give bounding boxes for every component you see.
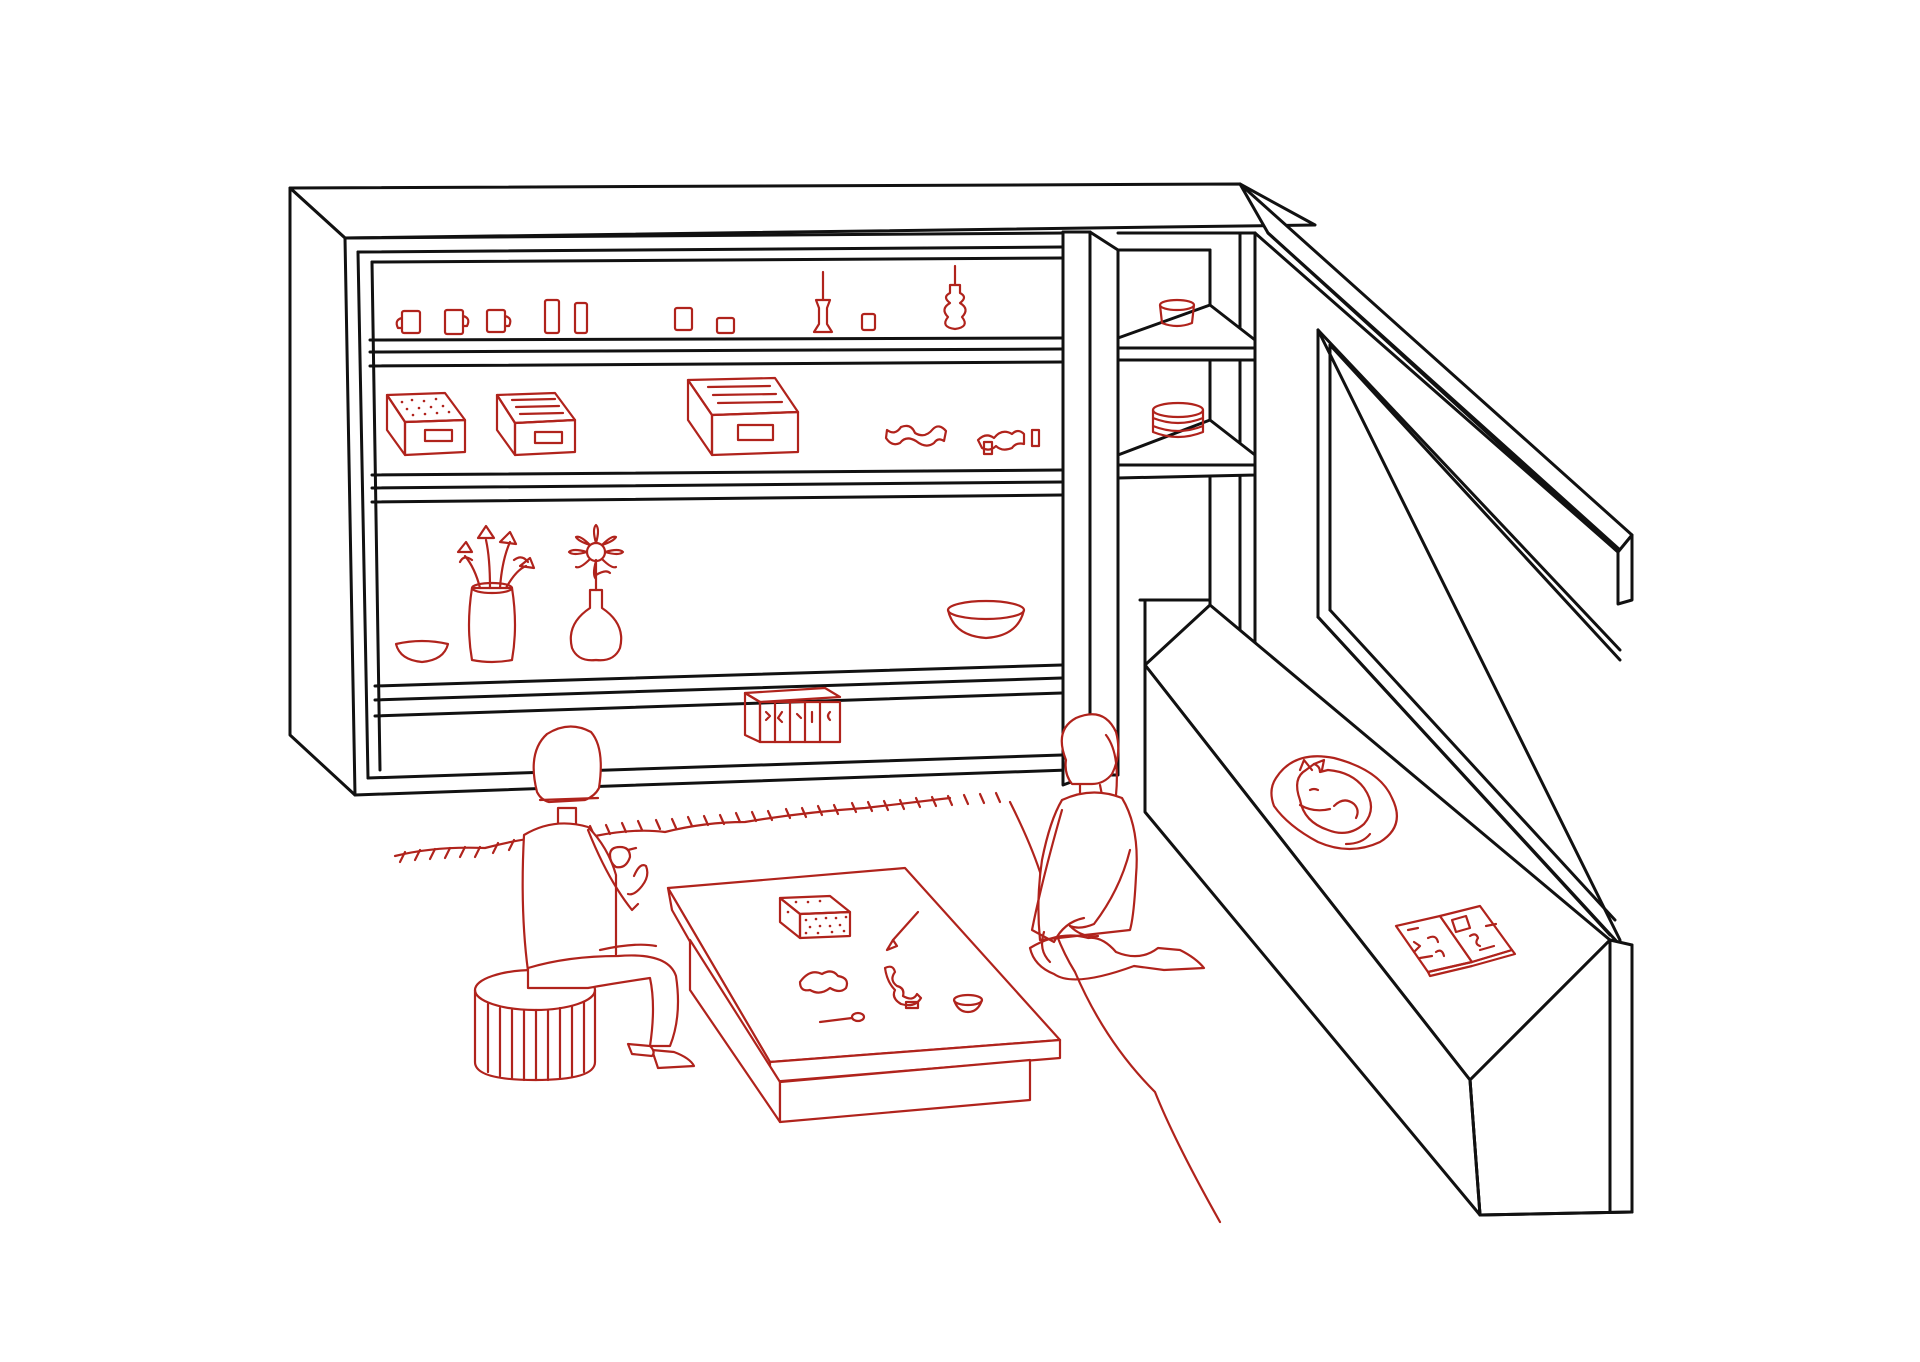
storage-box-lined: [495, 391, 577, 457]
long-shelving-unit: [288, 182, 1317, 797]
mug: [395, 309, 422, 335]
bone-fragment: [884, 424, 948, 447]
cups-and-candles: [395, 264, 967, 336]
small-cup: [715, 316, 736, 335]
small-cup: [860, 312, 877, 332]
books: [743, 686, 842, 744]
bowl-small-shelf: [1158, 298, 1196, 328]
window-bench: [1143, 603, 1634, 1217]
bud-vase-with-flower: [567, 523, 625, 662]
open-book-on-bench: [1394, 904, 1517, 978]
storage-box-large: [686, 376, 800, 457]
low-table: [666, 866, 1062, 1124]
rug: [393, 791, 1222, 1224]
candlestick: [943, 264, 967, 331]
large-bowl: [946, 599, 1026, 640]
storage-boxes: [385, 376, 800, 457]
mug: [443, 308, 470, 336]
small-bowl: [394, 639, 450, 664]
bone-fragment: [976, 429, 1026, 451]
sleeping-cat-on-cushion: [1270, 755, 1398, 851]
archaeological-fragments: [884, 424, 1041, 456]
sponge-block: [778, 894, 852, 940]
candlestick: [812, 270, 834, 334]
wall-rail: [1238, 182, 1634, 606]
clay-fragment: [798, 970, 849, 994]
person-seated-on-ottoman: [521, 725, 696, 1070]
small-cup: [673, 306, 694, 332]
tall-glass: [543, 298, 561, 335]
storage-box-speckled: [385, 391, 467, 457]
brush-tool: [885, 910, 920, 952]
stacked-plates: [1151, 401, 1205, 439]
bone-fragment: [883, 965, 923, 1007]
mug: [485, 308, 512, 334]
small-dish: [952, 993, 984, 1014]
vase-with-flowers: [456, 524, 536, 664]
person-kneeling: [1028, 713, 1206, 981]
spoon: [818, 1011, 866, 1024]
tall-glass: [573, 301, 589, 335]
